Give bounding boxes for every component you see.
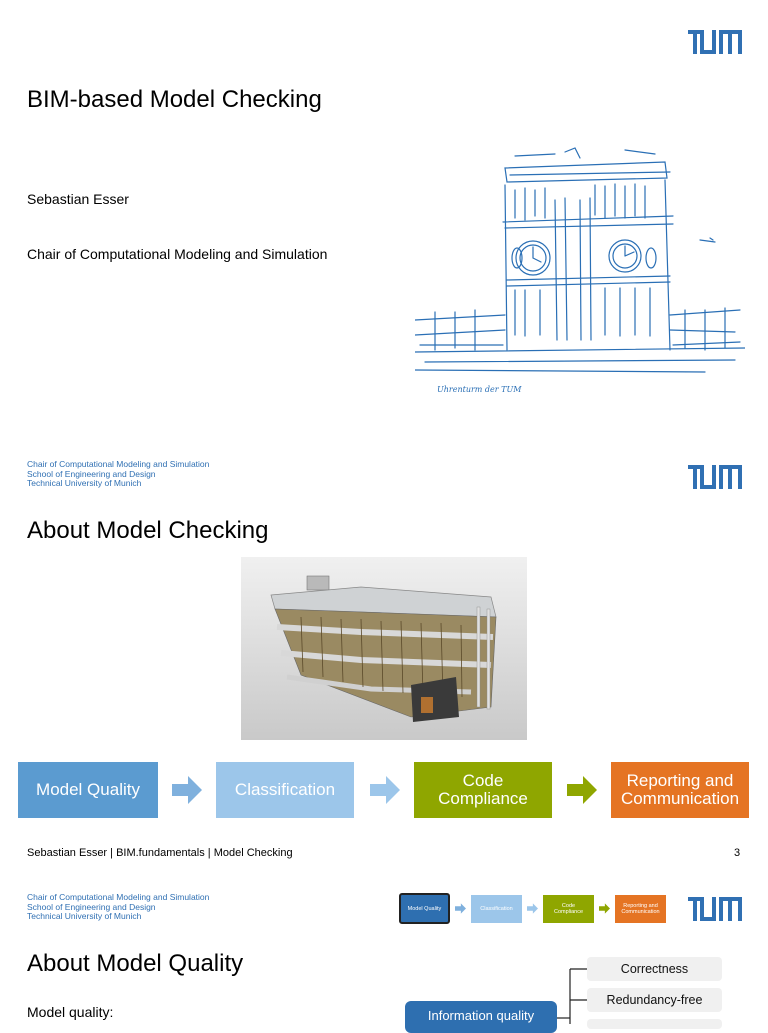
mini-step-code-compliance: Code Compliance <box>543 895 594 923</box>
slide2-footer: Sebastian Esser | BIM.fundamentals | Mod… <box>27 847 293 859</box>
sub-item-redundancy-free: Redundancy-free <box>587 988 722 1012</box>
arrow-right-icon <box>370 776 400 804</box>
mini-step-model-quality: Model Quality <box>399 893 450 924</box>
building-model-render <box>241 557 527 740</box>
intro-text: Model quality: <box>27 1004 114 1020</box>
slide2-title: About Model Checking <box>27 517 269 544</box>
slide1-title: BIM-based Model Checking <box>27 86 322 113</box>
mini-step-classification: Classification <box>471 895 522 923</box>
arrow-right-icon <box>527 903 538 914</box>
header-line-chair: Chair of Computational Modeling and Simu… <box>27 459 210 469</box>
step-code-compliance: Code Compliance <box>414 762 552 818</box>
tum-logo <box>688 465 742 489</box>
information-quality-box: Information quality <box>405 1001 557 1033</box>
tum-logo <box>688 897 742 921</box>
header-line-university: Technical University of Munich <box>27 478 142 488</box>
slide3-title: About Model Quality <box>27 950 244 977</box>
sketch-caption: Uhrenturm der TUM <box>437 385 522 394</box>
step-reporting-communication: Reporting and Communication <box>611 762 749 818</box>
sub-item-correctness: Correctness <box>587 957 722 981</box>
arrow-right-icon <box>599 903 610 914</box>
header-line-school: School of Engineering and Design <box>27 468 156 479</box>
arrow-right-icon <box>455 903 466 914</box>
tree-connectors <box>555 968 587 1024</box>
arrow-right-icon <box>172 776 202 804</box>
arrow-right-icon <box>567 776 597 804</box>
header-line-chair: Chair of Computational Modeling and Simu… <box>27 892 210 902</box>
header-line-university: Technical University of Munich <box>27 911 142 921</box>
step-model-quality: Model Quality <box>18 762 158 818</box>
chair-name: Chair of Computational Modeling and Simu… <box>27 246 328 262</box>
tum-logo <box>688 30 742 54</box>
header-line-school: School of Engineering and Design <box>27 901 156 912</box>
mini-step-reporting-communication: Reporting and Communication <box>615 895 666 923</box>
page-number: 3 <box>734 847 741 859</box>
sub-item-partial <box>587 1019 722 1029</box>
slide2-header: Chair of Computational Modeling and Simu… <box>27 459 210 489</box>
author-name: Sebastian Esser <box>27 191 129 207</box>
step-classification: Classification <box>216 762 354 818</box>
clock-tower-sketch: Uhrenturm der TUM <box>415 147 745 394</box>
slide3-header: Chair of Computational Modeling and Simu… <box>27 892 210 922</box>
